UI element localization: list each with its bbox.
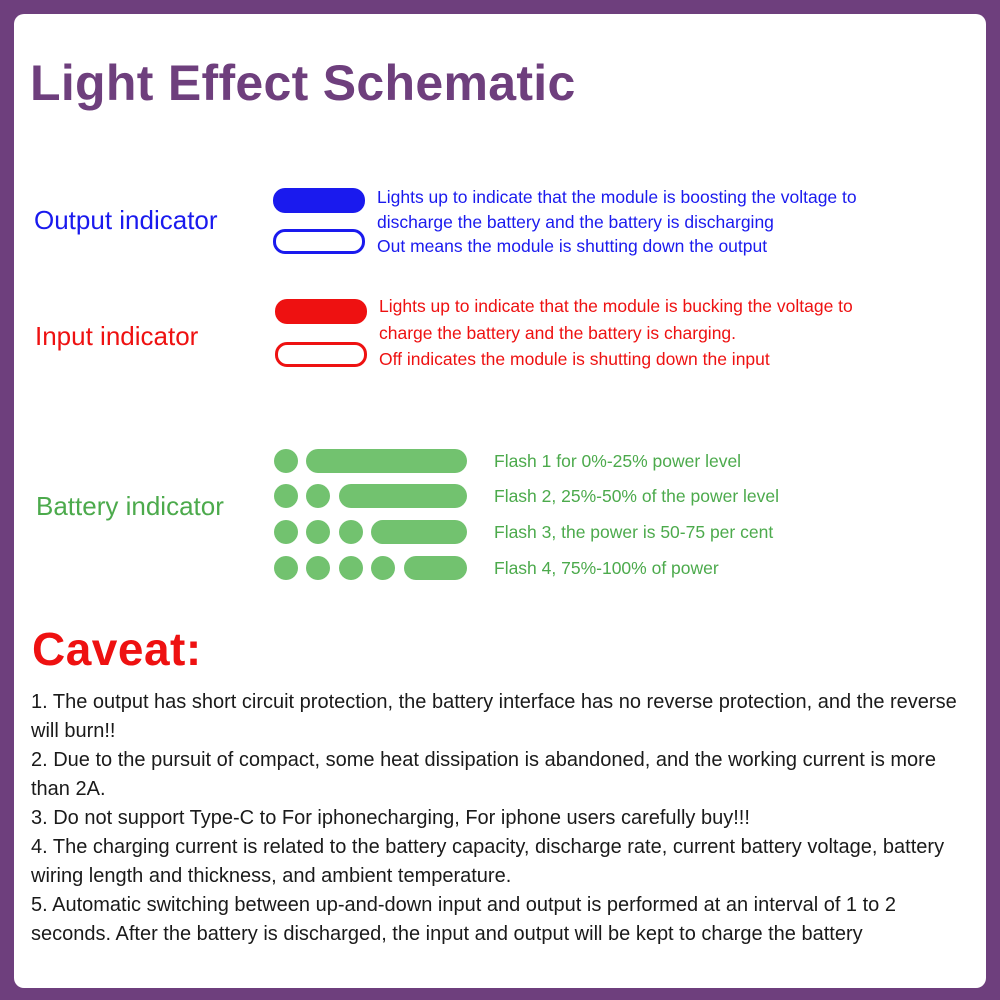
input-on-line-1: Lights up to indicate that the module is… [379,296,853,316]
caveat-item: 1. The output has short circuit protecti… [31,691,957,742]
battery-bar-icon [306,449,467,473]
battery-dot-icon [274,449,298,473]
input-off-description: Off indicates the module is shutting dow… [379,349,770,369]
battery-dot-icon [339,520,363,544]
battery-bar-icon [339,484,467,508]
output-off-description: Out means the module is shutting down th… [377,236,768,256]
battery-dot-icon [274,520,298,544]
battery-dot-icon [371,556,395,580]
input-on-description: Lights up to indicate that the module is… [379,293,853,347]
output-led-on-icon [273,188,365,213]
input-on-line-2: charge the battery and the battery is ch… [379,323,737,343]
battery-level-text: Flash 4, 75%-100% of power [494,558,719,578]
output-on-line-2: discharge the battery and the battery is… [377,211,774,232]
output-indicator-label: Output indicator [34,205,218,235]
battery-level-text: Flash 1 for 0%-25% power level [494,451,742,471]
battery-indicator-label: Battery indicator [36,491,224,521]
caveat-item: 3. Do not support Type-C to For iphonech… [31,807,750,829]
battery-dot-icon [274,556,298,580]
battery-dot-icon [306,556,330,580]
output-led-off-icon [273,229,365,254]
input-led-on-icon [275,299,367,324]
battery-dot-icon [306,520,330,544]
battery-level-text: Flash 2, 25%-50% of the power level [494,486,780,506]
output-on-line-1: Lights up to indicate that the module is… [377,187,857,207]
battery-dot-icon [339,556,363,580]
input-indicator-label: Input indicator [35,321,199,351]
page-title: Light Effect Schematic [30,55,576,111]
caveat-item: 2. Due to the pursuit of compact, some h… [31,749,936,800]
caveat-item: 4. The charging current is related to th… [31,836,945,887]
content-card [14,14,986,988]
caveat-title: Caveat: [32,623,202,675]
battery-dot-icon [274,484,298,508]
caveat-list: 1. The output has short circuit protecti… [31,688,976,949]
input-led-off-icon [275,342,367,367]
battery-bar-icon [404,556,467,580]
caveat-item: 5. Automatic switching between up-and-do… [31,894,896,945]
battery-level-text: Flash 3, the power is 50-75 per cent [494,522,774,542]
battery-bar-icon [371,520,467,544]
output-on-description: Lights up to indicate that the module is… [377,185,857,234]
battery-dot-icon [306,484,330,508]
